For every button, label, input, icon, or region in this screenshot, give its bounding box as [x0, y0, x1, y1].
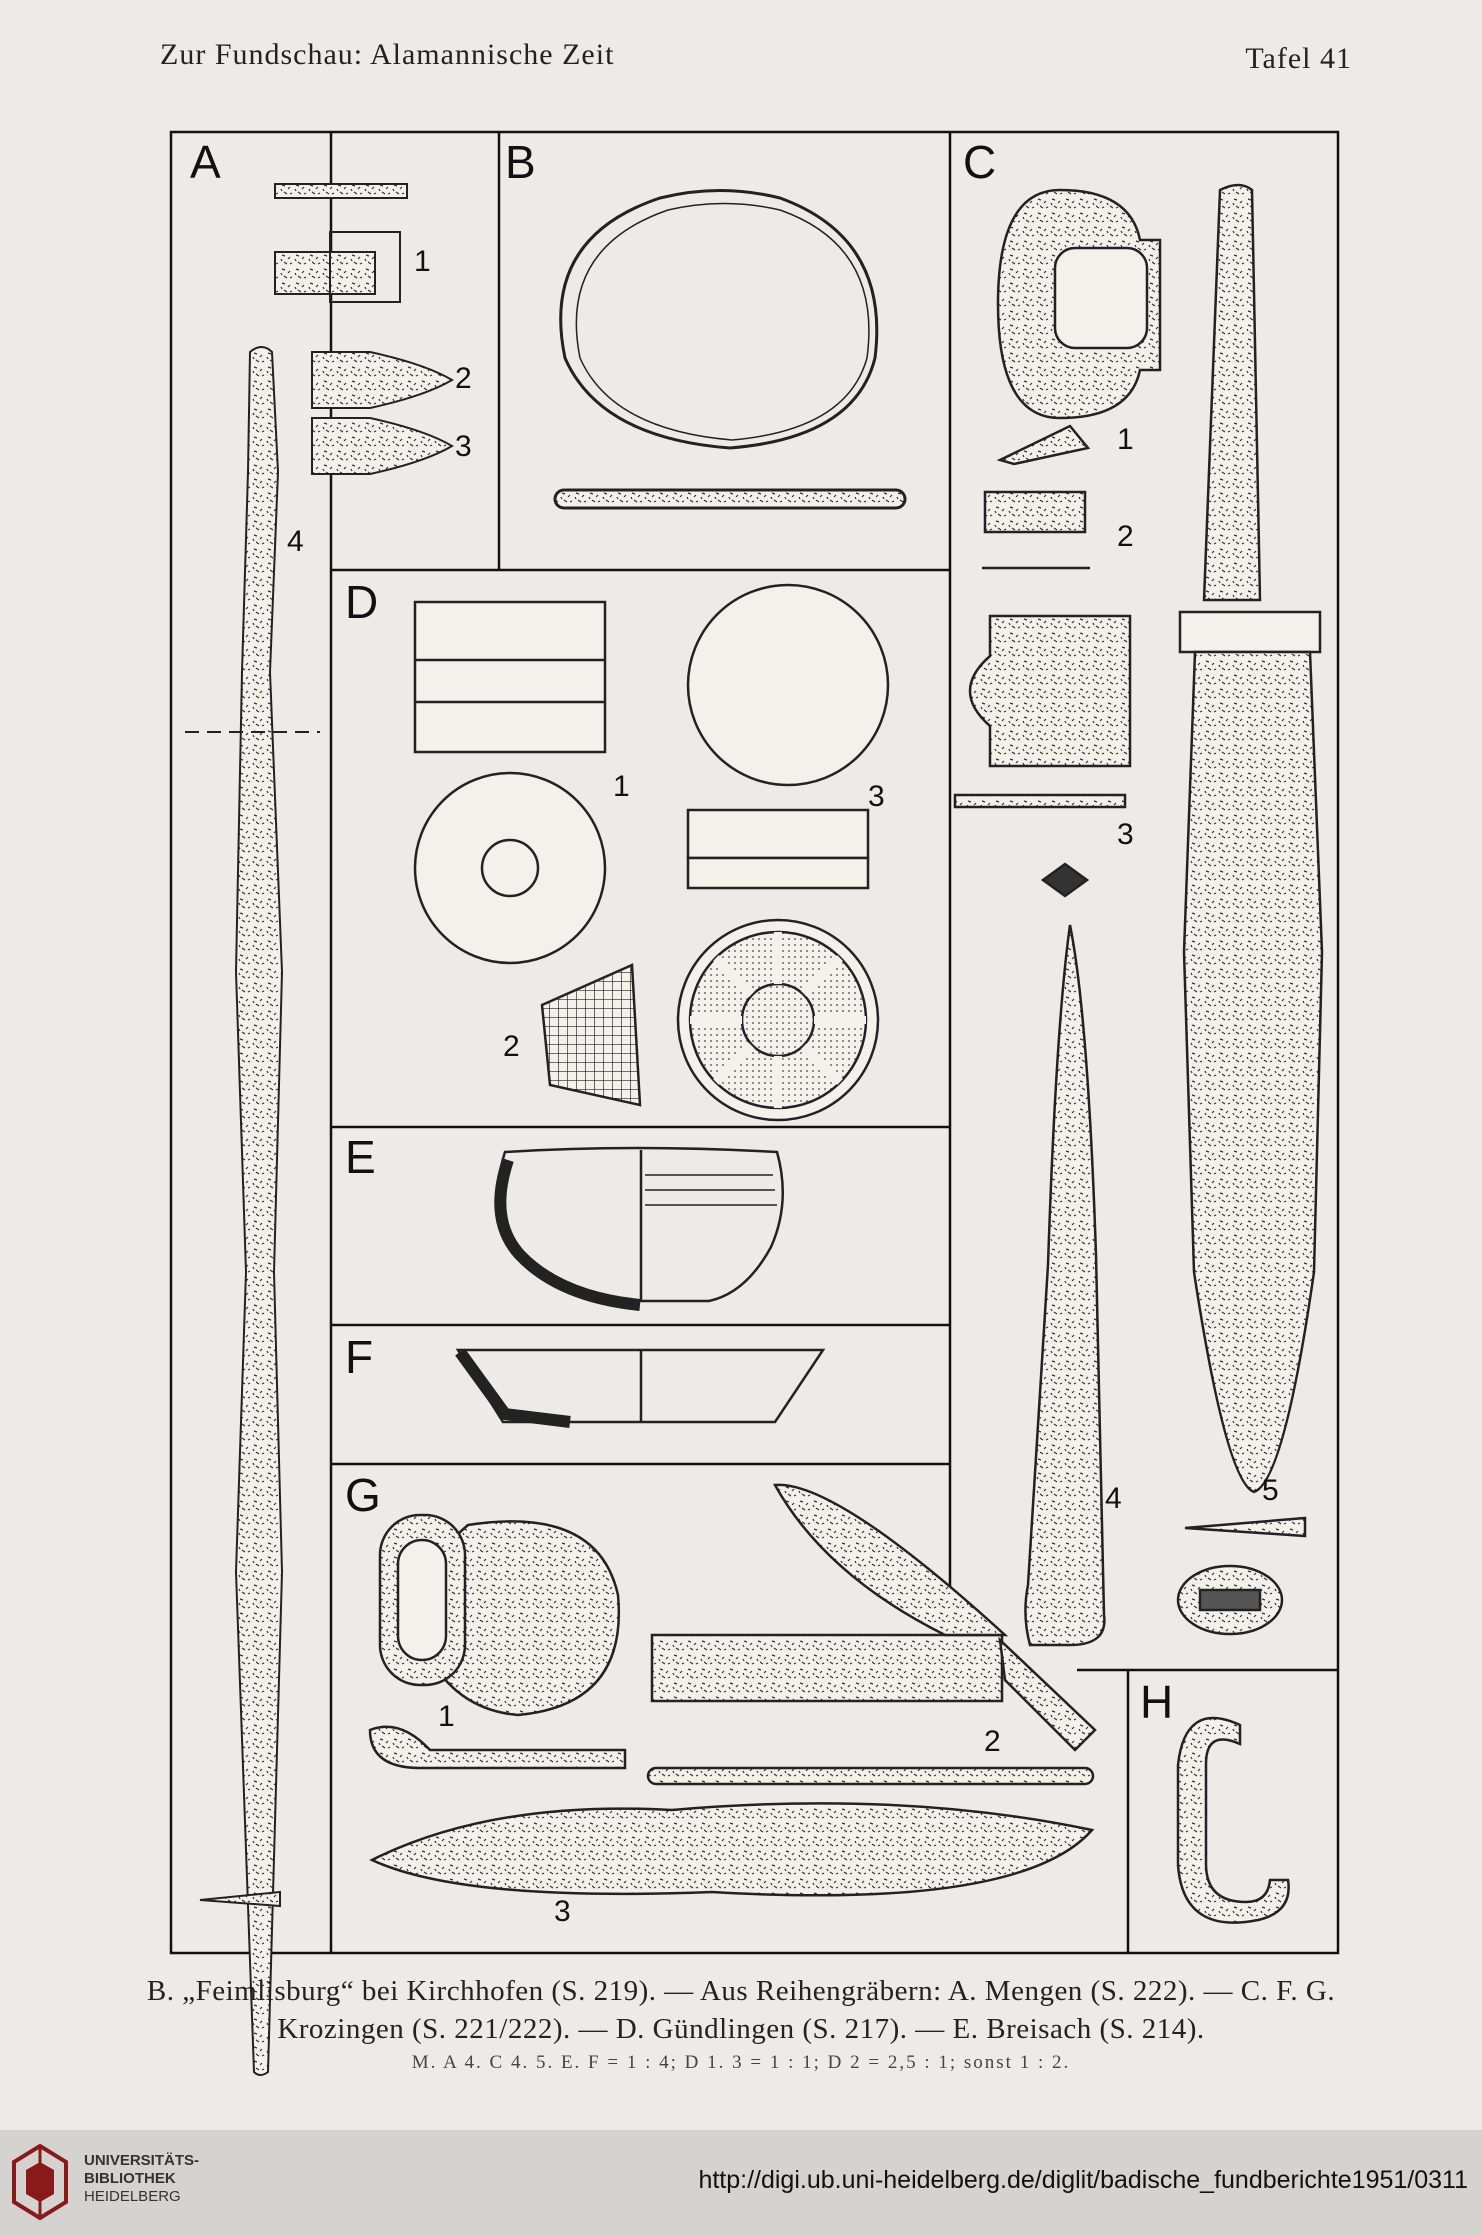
scanned-page: Zur Fundschau: Alamannische Zeit Tafel 4…: [0, 0, 1482, 2130]
item-number-a4: 4: [287, 525, 304, 558]
panel-c-drawings: [953, 183, 1324, 1647]
panel-h-drawing: [1176, 1716, 1290, 1924]
item-number-g2: 2: [984, 1725, 1001, 1758]
item-number-a1: 1: [414, 245, 431, 278]
library-name: UNIVERSITÄTS- BIBLIOTHEK HEIDELBERG: [84, 2152, 199, 2206]
item-number-d3: 3: [868, 780, 885, 813]
panel-e-drawings: [494, 1146, 785, 1311]
item-number-g1: 1: [438, 1700, 455, 1733]
panel-label-f: F: [345, 1331, 374, 1383]
item-number-c1: 1: [1117, 423, 1134, 456]
caption-scale-note: M. A 4. C 4. 5. E. F = 1 : 4; D 1. 3 = 1…: [411, 2052, 1071, 2073]
item-number-c5: 5: [1262, 1474, 1279, 1507]
item-number-c3: 3: [1117, 818, 1134, 851]
panel-label-c: C: [963, 136, 997, 188]
library-name-line-2: BIBLIOTHEK: [84, 2170, 176, 2187]
panel-label-e: E: [345, 1131, 376, 1183]
item-number-a2: 2: [455, 362, 472, 395]
panel-label-d: D: [345, 576, 379, 628]
caption-line-1: B. „Feimlisburg“ bei Kirchhofen (S. 219)…: [146, 1975, 1336, 2007]
university-library-logo-icon: [12, 2143, 68, 2221]
item-number-d2: 2: [503, 1030, 520, 1063]
item-number-d1: 1: [613, 770, 630, 803]
panel-label-h: H: [1140, 1676, 1174, 1728]
panel-a-drawings: [185, 183, 454, 2076]
library-name-line-1: UNIVERSITÄTS-: [84, 2152, 200, 2169]
panel-d-drawings: [413, 583, 890, 1122]
item-number-g3: 3: [554, 1895, 571, 1928]
item-number-c2: 2: [1117, 520, 1134, 553]
panel-b-drawings: [553, 189, 907, 510]
library-name-line-3: HEIDELBERG: [84, 2188, 181, 2205]
plate-frame: [169, 130, 1340, 1955]
item-number-c4: 4: [1105, 1482, 1122, 1515]
plate-illustration: [169, 130, 1340, 2076]
panel-label-g: G: [345, 1469, 381, 1521]
item-number-a3: 3: [455, 430, 472, 463]
panel-g-drawings: [368, 1483, 1097, 1897]
caption-line-2: Krozingen (S. 221/222). — D. Gündlingen …: [277, 2013, 1205, 2045]
permalink-url[interactable]: http://digi.ub.uni-heidelberg.de/diglit/…: [698, 2166, 1468, 2194]
panel-label-b: B: [505, 136, 536, 188]
footer-bar: [0, 2130, 1482, 2235]
panel-f-drawings: [455, 1348, 826, 1428]
panel-label-a: A: [190, 136, 221, 188]
plate-number: Tafel 41: [1245, 42, 1352, 75]
running-title: Zur Fundschau: Alamannische Zeit: [160, 38, 615, 71]
